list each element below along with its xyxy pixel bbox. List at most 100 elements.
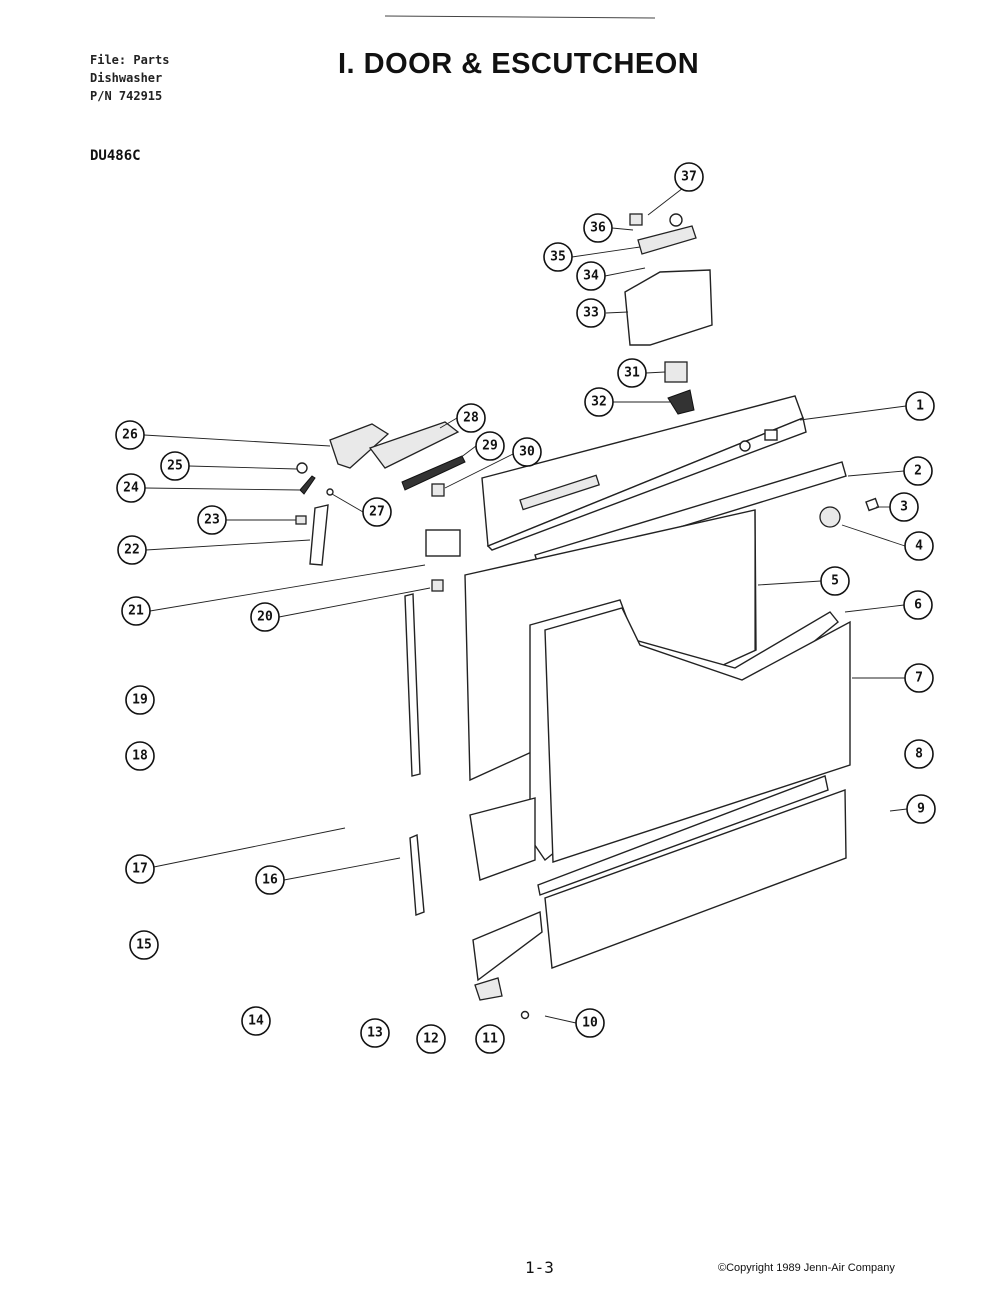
page-number: 1-3: [525, 1258, 554, 1277]
svg-text:15: 15: [136, 938, 152, 953]
svg-text:11: 11: [482, 1032, 498, 1047]
svg-text:7: 7: [915, 671, 923, 686]
callout-37: 37: [674, 162, 704, 192]
svg-text:18: 18: [132, 749, 148, 764]
callout-15: 15: [129, 930, 159, 960]
escutcheon-panel: [481, 395, 807, 551]
lower-door-panel: [469, 797, 536, 881]
svg-text:10: 10: [582, 1016, 598, 1031]
switch-actuator: [667, 389, 695, 415]
svg-text:12: 12: [423, 1032, 439, 1047]
callout-32: 32: [584, 387, 614, 417]
callout-27: 27: [362, 497, 392, 527]
callout-2: 2: [903, 456, 933, 486]
svg-text:26: 26: [122, 428, 138, 443]
svg-text:37: 37: [681, 170, 697, 185]
part-number-label: P/N 742915: [90, 89, 163, 103]
callout-24: 24: [116, 473, 146, 503]
callout-21: 21: [121, 596, 151, 626]
callout-17: 17: [125, 854, 155, 884]
svg-text:3: 3: [900, 500, 908, 515]
selector-knob: [819, 506, 841, 528]
svg-text:23: 23: [204, 513, 220, 528]
leader-lines: [143, 187, 908, 1024]
svg-text:16: 16: [262, 873, 278, 888]
svg-text:6: 6: [914, 598, 922, 613]
file-label: File: Parts: [90, 53, 170, 67]
svg-text:27: 27: [369, 505, 385, 520]
callout-13: 13: [360, 1018, 390, 1048]
svg-text:28: 28: [463, 411, 479, 426]
svg-text:13: 13: [367, 1026, 383, 1041]
callout-18: 18: [125, 741, 155, 771]
svg-text:17: 17: [132, 862, 148, 877]
callout-1: 1: [905, 391, 935, 421]
callout-10: 10: [575, 1008, 605, 1038]
svg-text:21: 21: [128, 604, 144, 619]
svg-text:20: 20: [257, 610, 273, 625]
model-number: DU486C: [90, 148, 141, 164]
svg-text:35: 35: [550, 250, 566, 265]
page-title: I. DOOR & ESCUTCHEON: [338, 48, 700, 80]
svg-text:8: 8: [915, 747, 923, 762]
callout-7: 7: [904, 663, 934, 693]
latch-block: [425, 529, 461, 557]
lower-side-strip: [409, 833, 425, 916]
handle-screw: [326, 488, 334, 496]
callout-22: 22: [117, 535, 147, 565]
door-handle: [309, 504, 329, 566]
door-latch-assembly: [329, 421, 466, 497]
svg-text:30: 30: [519, 445, 535, 460]
callout-29: 29: [475, 431, 505, 461]
side-trim-strip: [404, 593, 421, 777]
handle-spacer: [295, 515, 307, 525]
svg-text:14: 14: [248, 1014, 264, 1029]
callout-33: 33: [576, 298, 606, 328]
callout-8: 8: [904, 739, 934, 769]
callout-9: 9: [906, 794, 936, 824]
callout-5: 5: [820, 566, 850, 596]
kick-panel-bracket: [472, 910, 543, 982]
kick-panel-front: [544, 789, 847, 969]
latch-clip: [431, 579, 444, 592]
callout-3: 3: [889, 492, 919, 522]
svg-text:32: 32: [591, 395, 607, 410]
callout-14: 14: [241, 1006, 271, 1036]
callout-28: 28: [456, 403, 486, 433]
toe-kick-panel: [537, 775, 829, 896]
svg-text:24: 24: [123, 481, 139, 496]
svg-text:1: 1: [916, 399, 924, 414]
detergent-dispenser: [624, 213, 713, 346]
door-switch: [664, 361, 688, 383]
svg-text:33: 33: [583, 306, 599, 321]
svg-text:25: 25: [167, 459, 183, 474]
callout-4: 4: [904, 531, 934, 561]
svg-text:34: 34: [583, 269, 599, 284]
svg-text:9: 9: [917, 802, 925, 817]
hinge-bracket: [474, 977, 503, 1001]
callout-31: 31: [617, 358, 647, 388]
svg-text:36: 36: [590, 221, 606, 236]
door-outer-panel: [529, 599, 851, 863]
callout-36: 36: [583, 213, 613, 243]
svg-text:5: 5: [831, 574, 839, 589]
svg-text:31: 31: [624, 366, 640, 381]
callout-23: 23: [197, 505, 227, 535]
callout-19: 19: [125, 685, 155, 715]
top-rule: [384, 15, 656, 19]
callout-12: 12: [416, 1024, 446, 1054]
svg-text:29: 29: [482, 439, 498, 454]
callout-34: 34: [576, 261, 606, 291]
svg-text:22: 22: [124, 543, 140, 558]
product-label: Dishwasher: [90, 71, 163, 85]
callout-11: 11: [475, 1024, 505, 1054]
callout-25: 25: [160, 451, 190, 481]
callout-26: 26: [115, 420, 145, 450]
callout-20: 20: [250, 602, 280, 632]
svg-text:4: 4: [915, 539, 923, 554]
callout-35: 35: [543, 242, 573, 272]
handle-nut: [296, 462, 308, 474]
callout-16: 16: [255, 865, 285, 895]
svg-text:2: 2: [914, 464, 922, 479]
